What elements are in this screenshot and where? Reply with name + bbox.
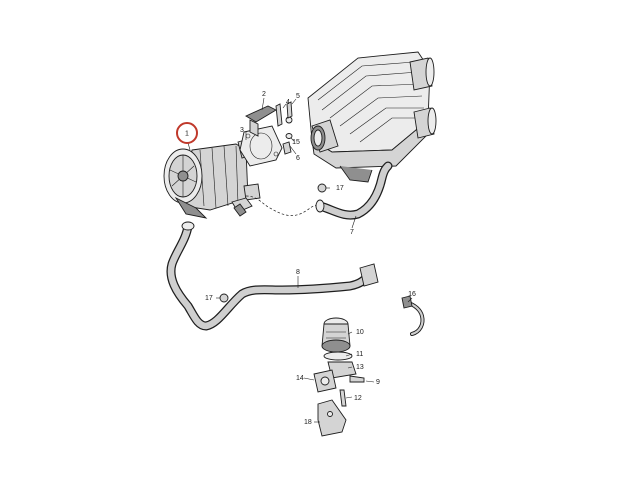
vacuum-line	[245, 195, 319, 216]
gasket-11	[323, 351, 353, 361]
pump-connector	[231, 197, 253, 217]
callout-13: 13	[356, 364, 364, 371]
air-intake-housing	[307, 51, 437, 183]
callout-11: 11	[356, 351, 363, 358]
nut-17-upper	[317, 183, 327, 193]
combination-valve	[321, 317, 351, 353]
gasket-plate	[239, 125, 283, 167]
hose-7	[315, 161, 393, 220]
callout-6: 6	[296, 155, 300, 162]
leader-lines	[186, 97, 413, 423]
callout-12: 12	[354, 395, 362, 402]
callout-7: 7	[350, 229, 354, 236]
highlight-circle	[176, 122, 198, 144]
callout-1: 1	[185, 131, 189, 138]
callout-4: 4	[286, 99, 290, 106]
callout-15: 15	[292, 139, 300, 146]
nut-17-lower	[219, 293, 229, 303]
bracket-18	[317, 399, 347, 437]
pipe-8	[166, 221, 379, 331]
callout-labels: 1 2 3 4 5 6 15 17 7 8 17 16 10 11 13 9 1…	[185, 91, 416, 426]
pipe-16	[401, 295, 425, 336]
callout-9: 9	[376, 379, 380, 386]
callout-2: 2	[262, 91, 266, 98]
small-fasteners	[275, 101, 293, 155]
callout-17-upper: 17	[336, 185, 344, 192]
secondary-air-pump	[163, 137, 261, 219]
screw-9	[349, 375, 365, 383]
flange-14	[313, 369, 337, 393]
callout-18: 18	[304, 419, 312, 426]
callout-10: 10	[356, 329, 364, 336]
callout-8: 8	[296, 269, 300, 276]
screw-12	[339, 389, 347, 407]
callout-5: 5	[296, 93, 300, 100]
callout-14: 14	[296, 375, 304, 382]
callout-17-lower: 17	[205, 295, 213, 302]
callout-3: 3	[240, 127, 244, 134]
callout-16: 16	[408, 291, 416, 298]
